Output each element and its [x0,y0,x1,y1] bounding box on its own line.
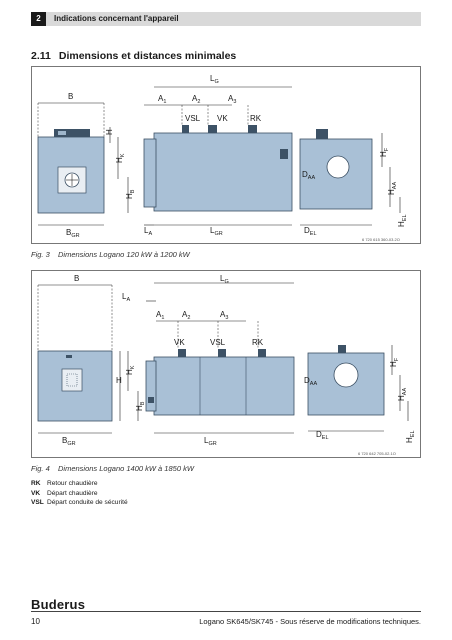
vsl-connection [182,125,189,133]
rear-top-connection [316,129,328,139]
section-number: 2.11 [31,50,51,62]
vk-connection [178,349,186,357]
label-haa: HAA [397,388,408,401]
label-b: B [74,274,79,283]
caption-number: Fig. 4 [31,464,50,473]
boiler-door [145,360,157,412]
figure1-labels: B BGR H HK HB LG A1 A2 A3 VSL VK RK LA L… [66,74,408,242]
label-daa: DAA [302,170,315,181]
label-hf: HF [379,147,390,157]
side-view [145,282,295,434]
label-a3: A3 [220,310,228,321]
label-del: DEL [316,430,329,441]
dimension-drawing-1: B BGR H HK HB LG A1 A2 A3 VSL VK RK LA L… [37,74,408,242]
vsl-connection [218,349,226,357]
boiler-side-body [153,132,293,212]
flue-outlet [333,362,359,388]
boiler-door [143,138,157,208]
label-b: B [68,92,73,101]
label-rk: RK [252,338,264,347]
flue-outlet [326,155,350,179]
label-hb: HB [135,401,146,411]
rear-top-connection [338,345,346,353]
section-title: Dimensions et distances minimales [58,50,237,62]
label-rk: RK [250,114,262,123]
label-h: H [116,376,122,385]
label-hb: HB [125,189,136,199]
label-del: DEL [304,226,317,237]
page-number: 10 [31,617,40,626]
caption-text: Dimensions Logano 120 kW à 1200 kW [58,250,190,259]
figure2-caption: Fig. 4 Dimensions Logano 1400 kW à 1850 k… [31,464,194,473]
buderus-logo: Buderus [31,597,86,612]
label-hel: HEL [405,430,416,443]
label-lg: LG [220,274,229,285]
vk-connection [208,125,217,133]
figure-logano-120-1200: B BGR H HK HB LG A1 A2 A3 VSL VK RK LA L… [31,66,421,244]
label-hf: HF [389,357,400,367]
figure2-labels: B BGR H HK HB LG LA A1 A2 A3 VK VSL RK L… [62,274,416,456]
label-a1: A1 [156,310,164,321]
drain-valve [148,397,154,403]
label-daa: DAA [304,376,317,387]
label-lg: LG [210,74,219,85]
label-h: H [105,129,114,135]
label-lgr: LGR [204,436,217,447]
label-hel: HEL [397,214,408,227]
front-badge [66,355,72,358]
label-vk: VK [217,114,228,123]
label-vsl: VSL [210,338,226,347]
label-a2: A2 [192,94,200,105]
label-lgr: LGR [210,226,223,237]
rk-connection [248,125,257,133]
footer-rule [31,611,421,612]
caption-number: Fig. 3 [31,250,50,259]
control-panel [54,129,90,137]
label-hk: HK [125,365,136,375]
label-bgr: BGR [62,436,76,447]
flue-collar [280,149,288,159]
label-la: LA [122,292,130,303]
front-view [37,102,129,226]
dimension-drawing-2: B BGR H HK HB LG LA A1 A2 A3 VK VSL RK L… [37,274,416,456]
boiler-side-body [153,356,295,416]
figure-ref: 6 720 615 360-03.2O [362,237,400,242]
caption-text: Dimensions Logano 1400 kW à 1850 kW [58,464,194,473]
label-a1: A1 [158,94,166,105]
side-view [143,86,293,226]
burner-plate [61,368,83,392]
display [58,131,66,135]
front-view [37,284,139,434]
label-haa: HAA [387,182,398,195]
rear-view [299,129,401,226]
chapter-header: 2 Indications concernant l'appareil [31,12,421,26]
figure-logano-1400-1850: B BGR H HK HB LG LA A1 A2 A3 VK VSL RK L… [31,270,421,458]
label-vsl: VSL [185,114,201,123]
rk-connection [258,349,266,357]
label-la: LA [144,226,152,237]
figure-ref: 6 720 642 705-02.1O [358,451,396,456]
label-a3: A3 [228,94,236,105]
label-hk: HK [115,153,126,163]
figure1-caption: Fig. 3 Dimensions Logano 120 kW à 1200 kW [31,250,190,259]
footer-text: Logano SK645/SK745 - Sous réserve de mod… [199,617,421,626]
label-bgr: BGR [66,228,80,239]
section-heading: 2.11 Dimensions et distances minimales [31,50,236,62]
label-a2: A2 [182,310,190,321]
chapter-title: Indications concernant l'appareil [54,14,179,23]
label-vk: VK [174,338,185,347]
rear-view [307,345,409,432]
chapter-number: 2 [31,12,46,26]
